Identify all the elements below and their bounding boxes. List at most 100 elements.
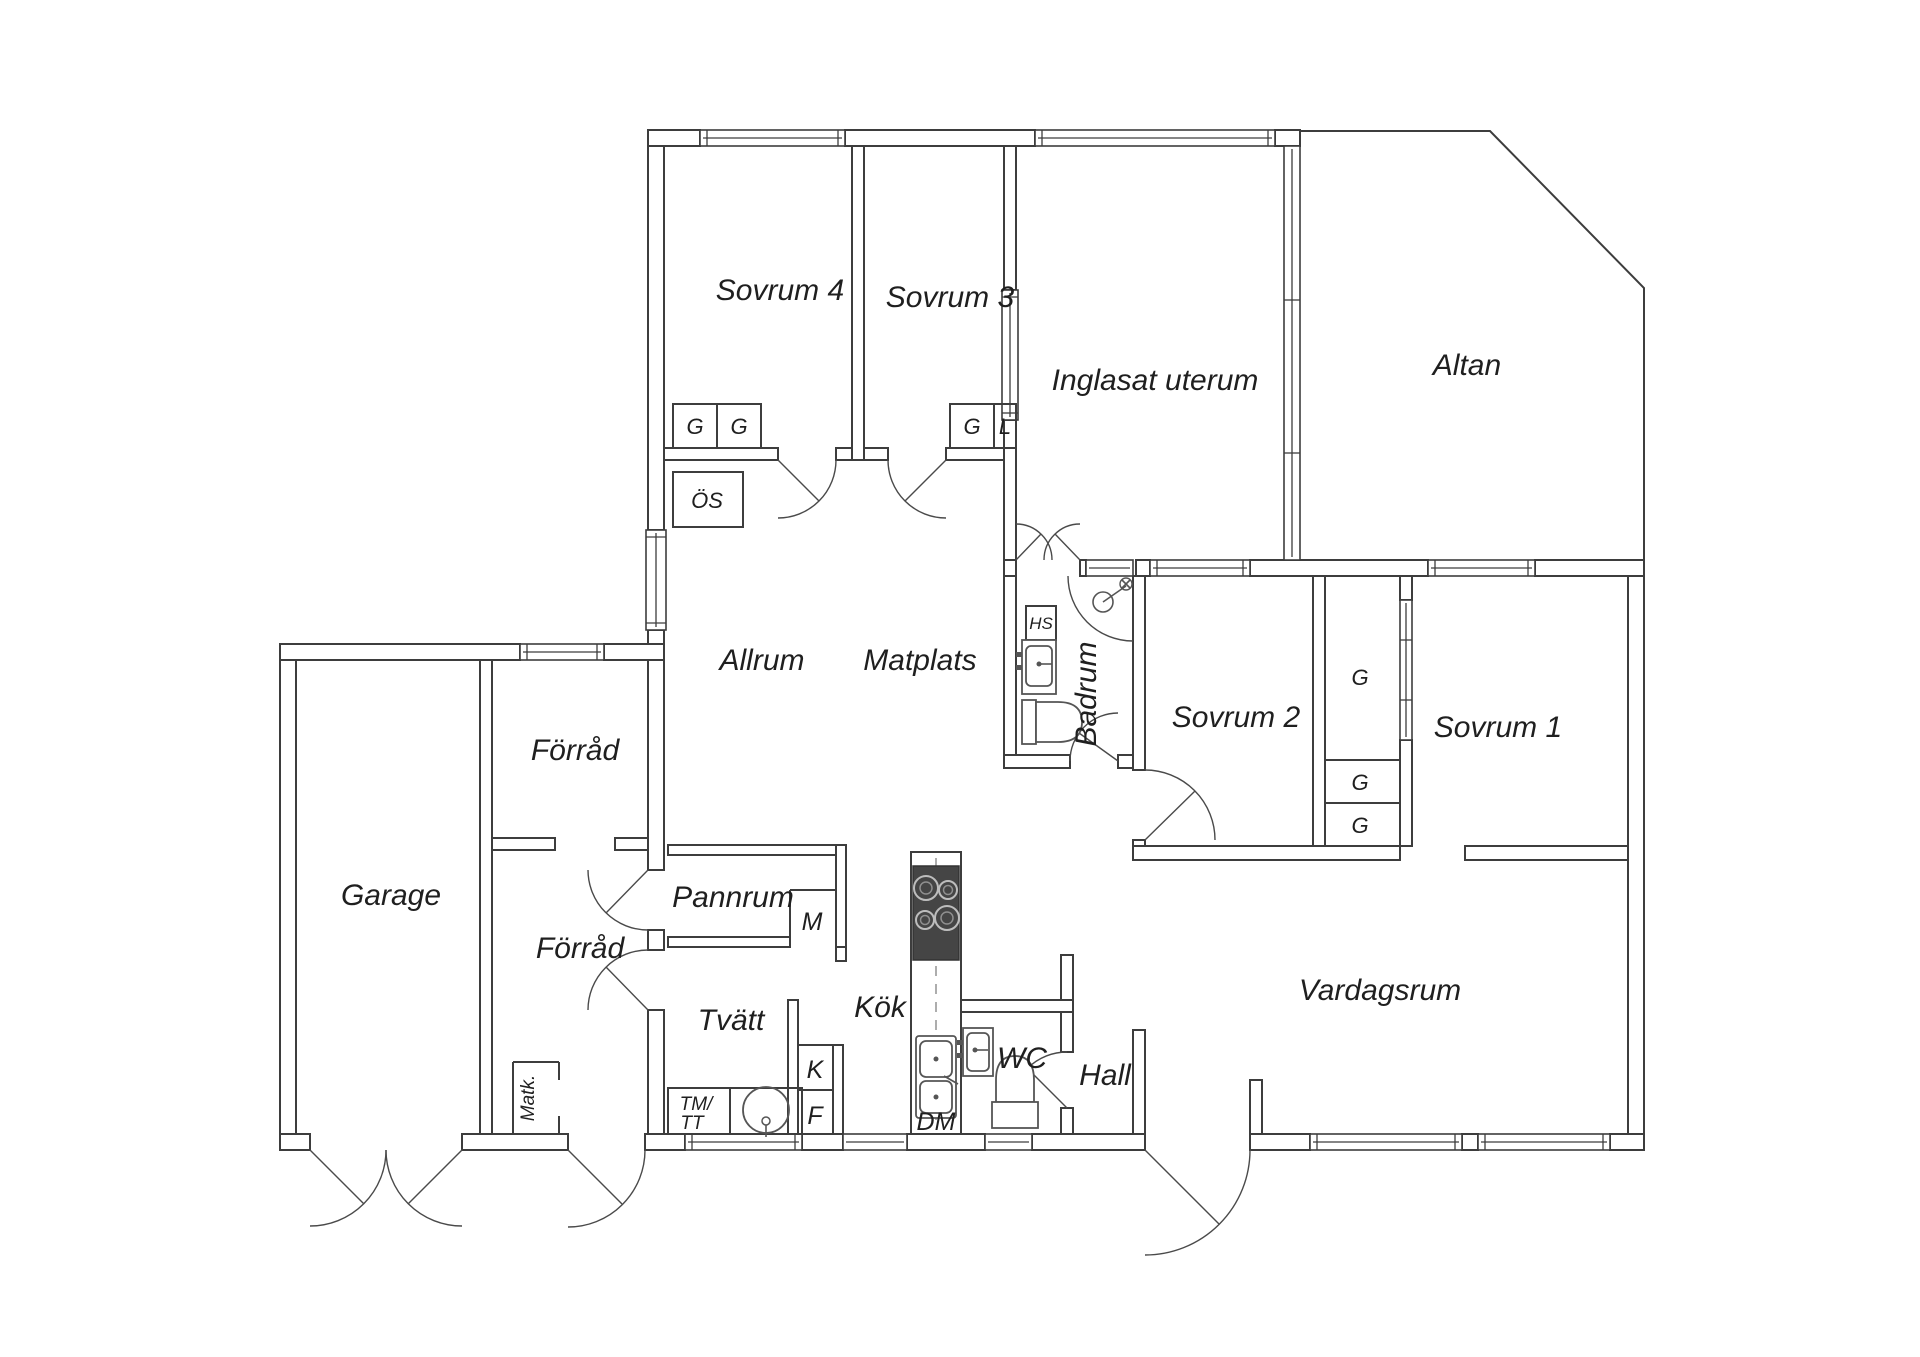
wall-pannrum-top xyxy=(667,844,847,856)
door-uterum-left xyxy=(1015,523,1053,561)
closet-sovrum3-gl xyxy=(949,403,1017,449)
closet-label-g-mid: G xyxy=(1351,770,1368,795)
wall-closet-east xyxy=(1399,575,1413,601)
wall-forrad-allrum xyxy=(647,929,665,951)
closet-label-os: ÖS xyxy=(691,488,723,513)
room-label-tvatt: Tvätt xyxy=(698,1004,766,1037)
wall-bottom xyxy=(279,1133,311,1151)
wall-badrum-south xyxy=(1003,754,1071,769)
wall-bottom xyxy=(1609,1133,1645,1151)
window-uterum-top xyxy=(1034,129,1276,147)
laundry-counter xyxy=(667,1087,803,1135)
window-forrad-top xyxy=(519,643,605,661)
kitchen-sink-icon xyxy=(915,1035,959,1119)
wall-entry-jamb-east xyxy=(1249,1079,1263,1135)
door-sovrum4 xyxy=(777,459,837,519)
wall-closet-east xyxy=(1399,739,1413,847)
window-allrum-west xyxy=(645,529,667,631)
closet-label-g-tall: G xyxy=(1351,665,1368,690)
door-forrad-pannrum xyxy=(587,869,649,931)
room-label-sovrum4: Sovrum 4 xyxy=(716,274,844,307)
room-label-badrum: Badrum xyxy=(1070,641,1103,746)
wall-sovrum2-east xyxy=(1312,575,1326,847)
closets xyxy=(512,403,1401,1135)
room-label-hall: Hall xyxy=(1079,1059,1132,1092)
window-kok-bottom xyxy=(842,1133,908,1151)
wall-pannrum-south xyxy=(667,936,791,948)
wall-top xyxy=(844,129,1036,147)
window-tvatt-bottom xyxy=(684,1133,803,1151)
closet-g-low xyxy=(1324,802,1401,847)
sliding-door-closet xyxy=(1399,599,1413,741)
door-garage-double-right xyxy=(385,1149,463,1227)
wall-left-upper xyxy=(647,629,665,645)
altan-outline xyxy=(1300,130,1645,560)
wall-bottom xyxy=(801,1133,844,1151)
wall-bottom xyxy=(906,1133,986,1151)
wall-wc-stub xyxy=(1060,954,1074,1001)
wall-s3-uterum xyxy=(1003,419,1017,561)
doors xyxy=(309,459,1251,1256)
closet-label-g: G xyxy=(963,414,980,439)
fixtures xyxy=(742,575,1134,1137)
wall-garage-forrad xyxy=(479,659,493,1135)
wall-vardagsrum-north xyxy=(1132,845,1401,861)
room-label-altan: Altan xyxy=(1431,349,1501,382)
room-label-sovrum2: Sovrum 2 xyxy=(1172,701,1301,734)
wall-garage-top xyxy=(603,643,665,661)
room-label-allrum: Allrum xyxy=(717,644,804,677)
room-label-matplats: Matplats xyxy=(863,644,976,677)
wall-pannrum-east xyxy=(835,844,847,948)
wall-bedroom-top xyxy=(1079,559,1087,577)
window-vardagsrum-bottom-a xyxy=(1309,1133,1463,1151)
bathroom-toilet-icon xyxy=(1021,699,1083,745)
closet-matk xyxy=(512,1061,560,1134)
bathroom-sink-icon xyxy=(1016,639,1057,695)
storage-labels: G G G L ÖS HS G G G Matk. M K F DM TM/ T… xyxy=(518,414,1369,1136)
closet-m xyxy=(789,889,836,947)
wall-bedroom-top xyxy=(1534,559,1645,577)
window-vardagsrum-bottom-b xyxy=(1477,1133,1611,1151)
room-label-forrad-lower: Förråd xyxy=(536,932,626,965)
wall-wc-east xyxy=(1060,1107,1074,1135)
closet-label-g: G xyxy=(730,414,747,439)
wall-s3-south xyxy=(945,447,1005,461)
wall-garage-left xyxy=(279,659,297,1135)
appliance-label-f: F xyxy=(807,1102,824,1130)
wall-s3-south xyxy=(863,447,889,461)
wall-kf-east xyxy=(832,1044,844,1135)
room-label-forrad-upper: Förråd xyxy=(531,734,621,767)
wall-right xyxy=(1627,575,1645,1135)
wall-left-upper xyxy=(647,145,665,531)
wall-bottom xyxy=(1031,1133,1146,1151)
wall-vardagsrum-north xyxy=(1464,845,1629,861)
window-sovrum2-top xyxy=(1149,559,1251,577)
cabinet-k-f xyxy=(798,1044,833,1091)
windows xyxy=(519,129,1611,1151)
appliance-label-tt: TT xyxy=(680,1113,705,1134)
wall-bottom xyxy=(644,1133,686,1151)
wc-toilet-icon xyxy=(991,1055,1039,1129)
door-sovrum3 xyxy=(887,459,947,519)
window-badrum-top xyxy=(1085,559,1134,577)
wall-bedroom-top xyxy=(1135,559,1151,577)
wall-forrad-divider xyxy=(614,837,649,851)
wall-wc-top xyxy=(960,999,1074,1013)
wall-forrad-allrum xyxy=(647,659,665,871)
appliance-label-m: M xyxy=(802,908,823,936)
wall-top xyxy=(647,129,701,147)
wall-bedroom-top xyxy=(1003,559,1017,577)
wall-top xyxy=(1274,129,1301,147)
wall-bottom xyxy=(1461,1133,1479,1151)
door-forrad-tvatt xyxy=(587,949,649,1011)
door-forrad-exterior xyxy=(567,1149,646,1228)
closet-sovrum4-gg xyxy=(672,403,762,449)
room-label-vardagsrum: Vardagsrum xyxy=(1299,974,1461,1007)
window-sovrum4-top xyxy=(699,129,846,147)
glazed-wall-uterum-east xyxy=(1283,145,1301,561)
wall-s3-uterum xyxy=(1003,145,1017,291)
laundry-sink-icon xyxy=(742,1086,790,1137)
room-label-sovrum1: Sovrum 1 xyxy=(1434,711,1562,744)
